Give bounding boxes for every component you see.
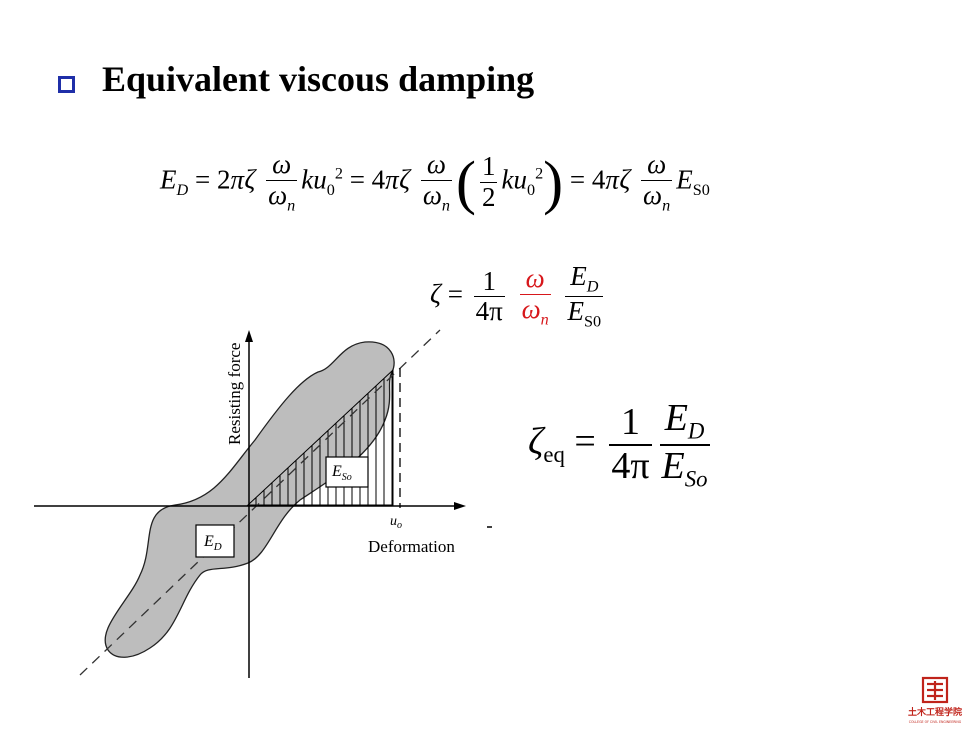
- title-bullet: [58, 76, 75, 93]
- u0-label: uo: [390, 514, 402, 531]
- college-logo: 土木工程学院 COLLEGE OF CIVIL ENGINEERING: [908, 676, 962, 724]
- ed-label: ED: [203, 533, 222, 553]
- x-axis-arrow: [454, 502, 466, 510]
- logo-emblem-icon: [921, 676, 949, 704]
- logo-text: 土木工程学院: [908, 706, 962, 718]
- es-box: [325, 456, 369, 488]
- stiffness-line: [79, 329, 441, 676]
- logo-subtext: COLLEGE OF CIVIL ENGINEERING: [909, 720, 962, 724]
- x-axis-label: Deformation: [368, 537, 455, 556]
- es-label: ESo: [331, 463, 352, 483]
- strain-energy-triangle: [246, 368, 394, 506]
- y-axis-arrow: [245, 330, 253, 342]
- ed-box: [195, 524, 235, 558]
- slide-title: Equivalent viscous damping: [102, 59, 535, 99]
- y-axis-label: Resisting force: [225, 343, 244, 445]
